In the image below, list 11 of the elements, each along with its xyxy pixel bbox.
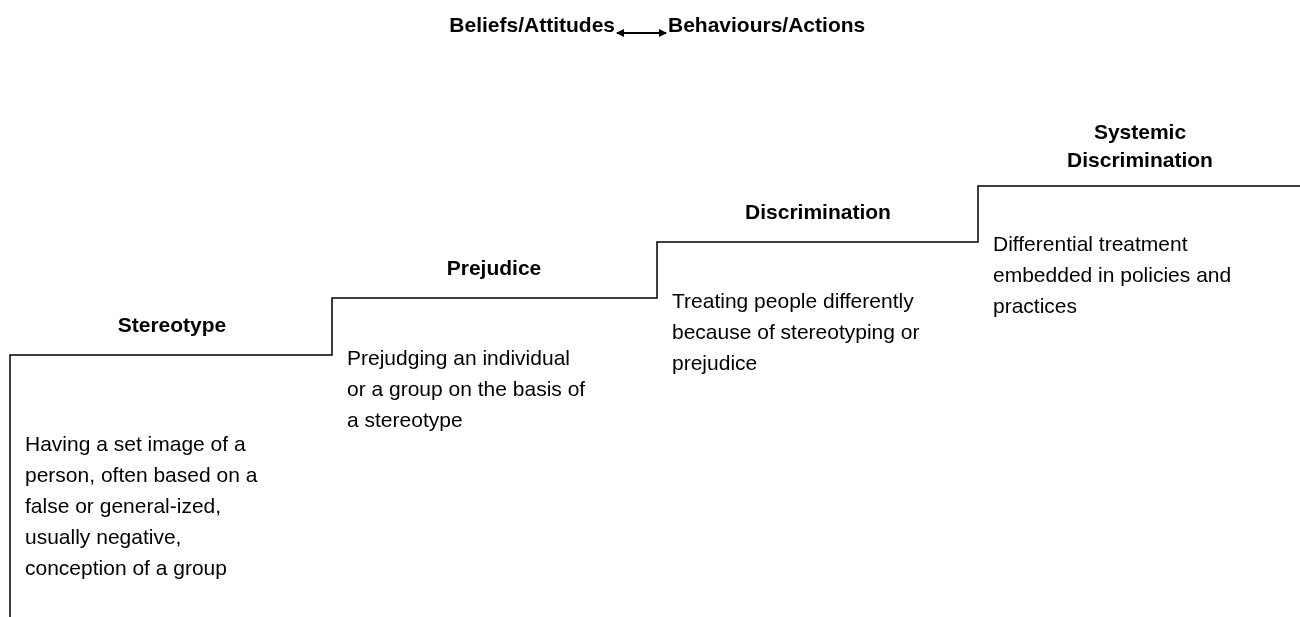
step-description: Prejudging an individual or a group on the basis of a stereotype xyxy=(347,345,587,433)
heading-text: Beliefs/Attitudes xyxy=(370,10,615,40)
step-description: Differential treatment embedded in policies and practices xyxy=(993,231,1233,319)
step-description: Having a set image of a person, often based on a false or general-ized, usually negative, conception of a group xyxy=(25,431,259,581)
step-title: Prejudice xyxy=(445,255,543,281)
step-title: Stereotype xyxy=(116,312,228,338)
heading-text: Behaviours/Actions xyxy=(668,10,928,40)
step-title: Discrimination xyxy=(744,199,892,225)
double-arrow xyxy=(616,29,667,37)
step-title: Systemic Discrimination xyxy=(1066,119,1214,173)
step-description: Treating people differently because of stereotyping or prejudice xyxy=(672,288,921,376)
